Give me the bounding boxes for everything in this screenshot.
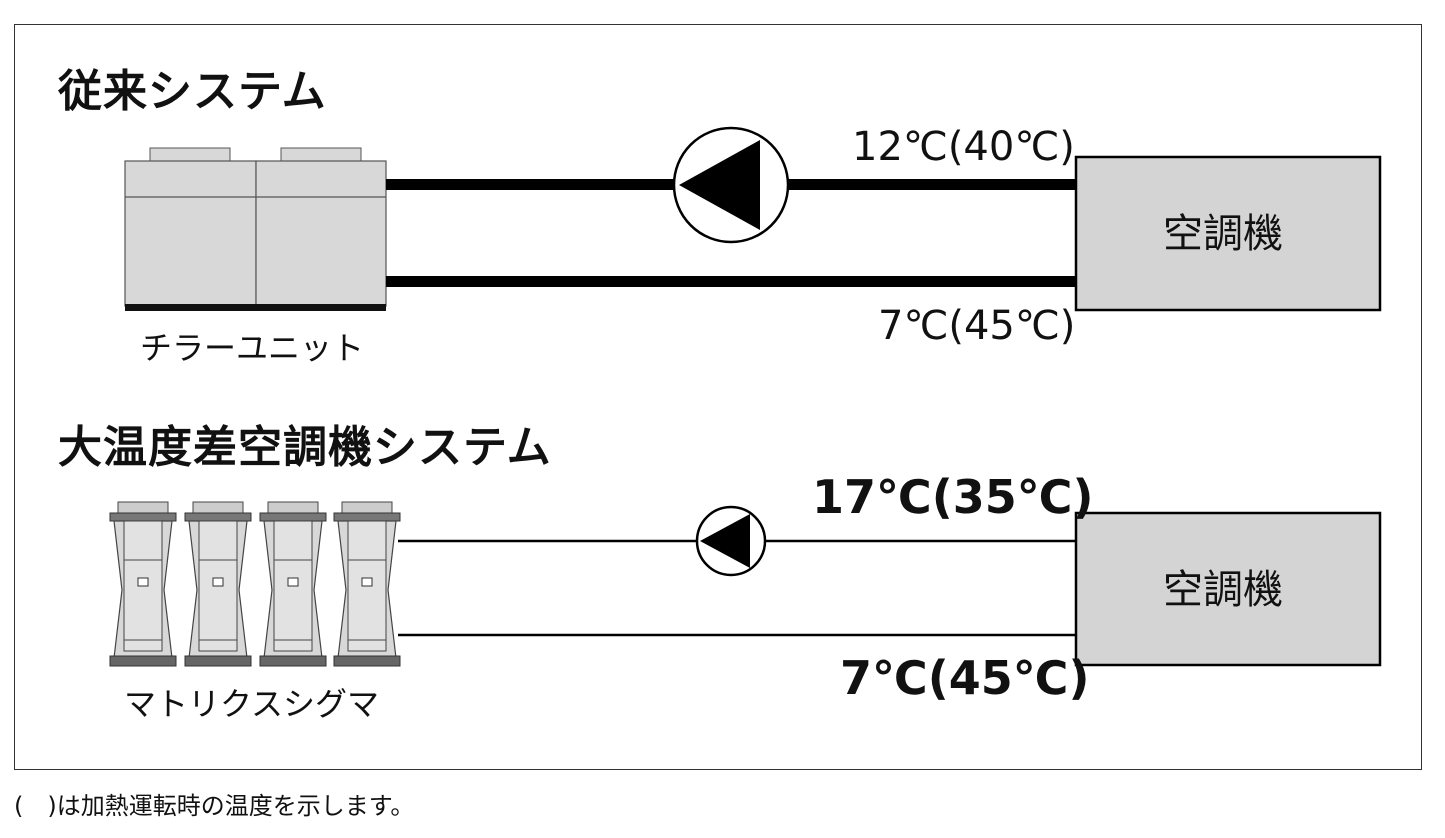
ahu-label-large-dt: 空調機 <box>1163 567 1283 613</box>
heading-conventional-system: 従来システム <box>58 66 327 117</box>
return-pipe-conventional <box>386 276 1076 287</box>
ahu-box-large-dt <box>1074 511 1382 667</box>
supply-temp-large-dt: 17℃(35℃) <box>812 470 1094 524</box>
return-temp-conventional: 7℃(45℃) <box>878 303 1076 349</box>
pump-icon <box>695 505 767 577</box>
heading-large-dt-system: 大温度差空調機システム <box>58 422 552 473</box>
chiller-unit-label: チラーユニット <box>140 329 365 367</box>
pump-icon <box>672 126 790 244</box>
footnote: ( )は加熱運転時の温度を示します。 <box>14 792 415 820</box>
chiller-unit-icon <box>124 147 387 311</box>
matrix-sigma-label: マトリクスシグマ <box>124 685 380 723</box>
diagram-frame <box>14 24 1422 770</box>
return-temp-large-dt: 7℃(45℃) <box>840 651 1090 705</box>
ahu-box-conventional <box>1074 155 1382 312</box>
supply-temp-conventional: 12℃(40℃) <box>852 124 1075 170</box>
ahu-label-conventional: 空調機 <box>1163 211 1283 257</box>
matrix-sigma-unit-icon <box>109 501 401 667</box>
